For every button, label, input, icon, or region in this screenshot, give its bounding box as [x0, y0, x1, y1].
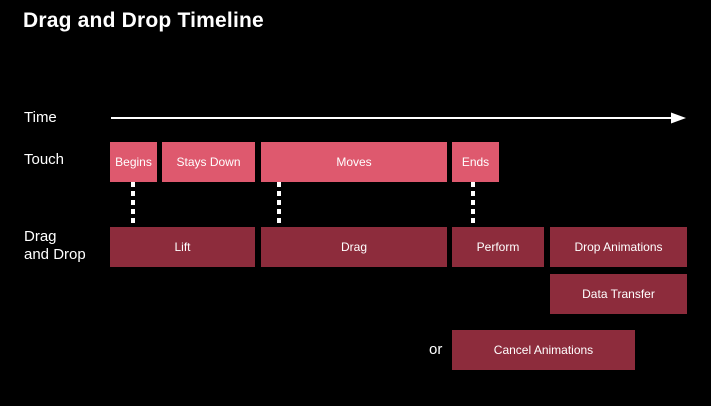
connector-dash-moves-drag	[277, 182, 281, 227]
drag-drop-row-label: Drag and Drop	[24, 228, 86, 264]
connector-dash-ends-perform	[471, 182, 475, 227]
touch-row-label: Touch	[24, 151, 65, 168]
or-label: or	[429, 341, 443, 358]
touch-box-ends: Ends	[452, 142, 499, 182]
touch-box-moves: Moves	[261, 142, 447, 182]
touch-box-begins: Begins	[110, 142, 157, 182]
touch-box-stays-down: Stays Down	[162, 142, 255, 182]
phase-box-perform: Perform	[452, 227, 544, 267]
drag-drop-row-label-line2: and Drop	[24, 246, 86, 263]
time-axis-arrow	[111, 112, 686, 124]
phase-box-cancel-animations: Cancel Animations	[452, 330, 635, 370]
page-title: Drag and Drop Timeline	[23, 9, 264, 32]
drag-drop-row-label-line1: Drag	[24, 228, 57, 245]
phase-box-lift: Lift	[110, 227, 255, 267]
phase-box-drop-animations: Drop Animations	[550, 227, 687, 267]
phase-box-data-transfer: Data Transfer	[550, 274, 687, 314]
phase-box-drag: Drag	[261, 227, 447, 267]
time-row-label: Time	[24, 109, 57, 126]
connector-dash-begins-lift	[131, 182, 135, 227]
